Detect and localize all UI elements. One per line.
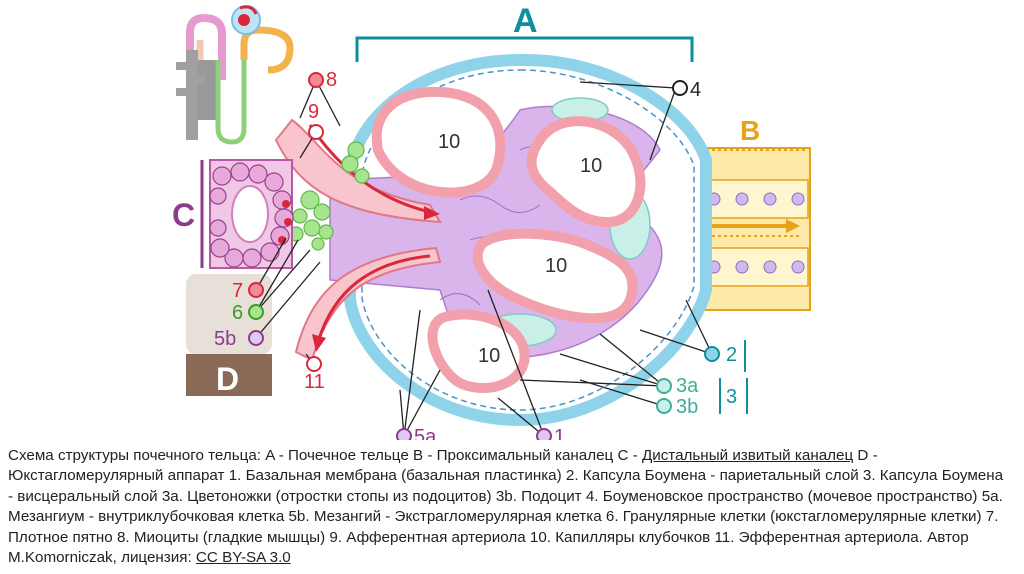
license-link[interactable]: CC BY-SA 3.0 (196, 549, 291, 566)
distal-tubule: C (172, 160, 293, 268)
caption-text-start: Схема структуры почечного тельца: A - По… (8, 447, 642, 464)
callout-3: 3 (726, 386, 737, 408)
callout-4: 4 (690, 79, 701, 101)
nephron-thumbnail-icon (176, 6, 290, 142)
callout-5a: 5a (414, 426, 437, 440)
label-b: B (740, 115, 760, 146)
label-c: C (172, 197, 195, 233)
label-a: A (513, 2, 538, 40)
caption-distal-tubule-link[interactable]: Дистальный извитый каналец (642, 447, 853, 464)
callout-6: 6 (232, 302, 243, 324)
renal-corpuscle-diagram: A B (0, 0, 1024, 440)
callout-11: 11 (304, 371, 325, 393)
callout-1: 1 (554, 426, 565, 440)
label-a-bracket: A (357, 2, 692, 62)
callout-5b: 5b (214, 328, 236, 350)
capillary-label-4: 10 (478, 345, 500, 367)
label-d: D (216, 361, 239, 397)
capillary-label-3: 10 (545, 255, 567, 277)
figure-caption: Схема структуры почечного тельца: A - По… (8, 446, 1008, 568)
callout-9: 9 (308, 101, 319, 123)
callout-2: 2 (726, 344, 737, 366)
callout-7: 7 (232, 280, 243, 302)
callout-3b: 3b (676, 396, 698, 418)
callout-3a: 3a (676, 375, 699, 397)
capillary-label-2: 10 (580, 155, 602, 177)
callout-8: 8 (326, 69, 337, 91)
caption-text-rest: D - Юкстагломерулярный аппарат 1. Базаль… (8, 447, 1003, 566)
capillary-label-1: 10 (438, 131, 460, 153)
